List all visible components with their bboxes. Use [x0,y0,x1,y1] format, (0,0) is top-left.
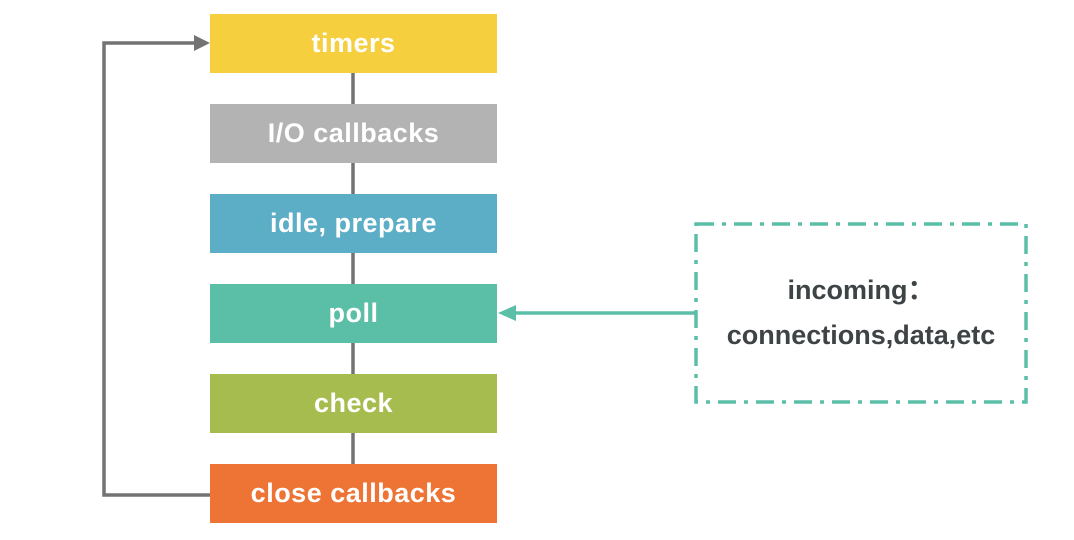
phase-label-close-callbacks: close callbacks [250,478,457,508]
phase-box-poll: poll [210,284,497,343]
incoming-label-line2: connections,data,etc [726,320,996,350]
loop-back-line [102,41,210,497]
phase-label-timers: timers [311,28,396,58]
phase-label-idle-prepare: idle, prepare [269,208,438,238]
phase-label-poll: poll [328,298,379,328]
incoming-box-border [694,222,1028,404]
phase-box-timers: timers [210,14,497,73]
incoming-label-line1: incoming： [787,275,935,305]
phase-box-close-callbacks: close callbacks [210,464,497,523]
phase-label-io-callbacks: I/O callbacks [267,118,440,148]
phase-box-idle-prepare: idle, prepare [210,194,497,253]
incoming-arrowhead [498,305,516,321]
loop-back-arrowhead [194,35,210,51]
phase-box-io-callbacks: I/O callbacks [210,104,497,163]
incoming-box: incoming： connections,data,etc [695,223,1027,403]
phase-box-check: check [210,374,497,433]
phase-label-check: check [313,388,394,418]
